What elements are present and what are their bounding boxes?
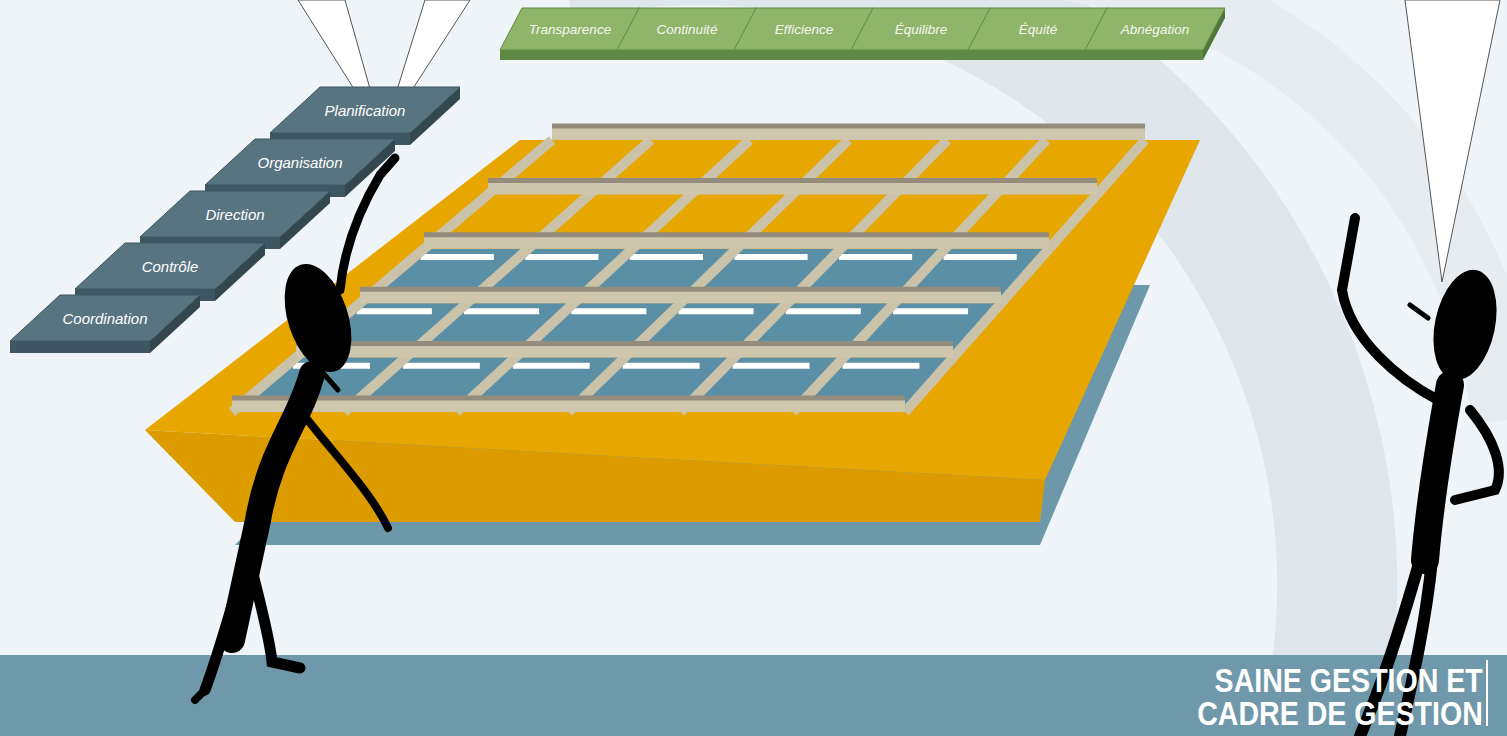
grid-bar-top (232, 396, 905, 401)
stick-figure (1342, 218, 1506, 736)
label-block: Coordination (10, 295, 200, 353)
block-top (734, 8, 874, 50)
grid-highlight (623, 363, 700, 369)
grid-bar-top (296, 341, 953, 346)
block-top (205, 139, 395, 185)
grid-bar-top (360, 287, 1001, 292)
block-label: Équilibre (851, 8, 991, 50)
block-label: Planification (270, 87, 460, 133)
block-top (617, 8, 757, 50)
label-block: Abnégation (1085, 8, 1225, 60)
block-front (10, 341, 150, 353)
block-front (851, 50, 969, 60)
tray-grid (232, 126, 1145, 412)
grid-highlight (357, 308, 432, 314)
label-block: Planification (270, 87, 460, 145)
slide-title: SAINE GESTION ET CADRE DE GESTION (1192, 664, 1483, 731)
grid-bar (552, 126, 1145, 140)
block-label: Transparence (500, 8, 640, 50)
block-top (270, 87, 460, 133)
grid-highlight (734, 254, 807, 260)
block-top (1085, 8, 1225, 50)
grid-highlight (839, 254, 912, 260)
grid-bar-top (488, 178, 1097, 183)
label-block: Direction (140, 191, 330, 249)
block-label: Contrôle (75, 243, 265, 289)
grid-bar (296, 344, 953, 358)
label-block: Contrôle (75, 243, 265, 301)
block-label: Organisation (205, 139, 395, 185)
grid-highlight (513, 363, 590, 369)
block-label: Coordination (10, 295, 200, 341)
block-label: Efficience (734, 8, 874, 50)
background-arc (560, 0, 1337, 680)
block-front (734, 50, 852, 60)
grid-highlight (944, 254, 1017, 260)
grid-bar (424, 235, 1049, 249)
grid-highlight (893, 308, 968, 314)
block-label: Direction (140, 191, 330, 237)
block-front (617, 50, 735, 60)
block-top (968, 8, 1108, 50)
grid-bar-top (424, 232, 1049, 237)
grid-highlight (421, 254, 494, 260)
block-label: Abnégation (1085, 8, 1225, 50)
grid-highlight (679, 308, 754, 314)
grid-bar (360, 289, 1001, 303)
block-front (500, 50, 618, 60)
grid-highlight (464, 308, 539, 314)
grid-bar-top (552, 124, 1145, 129)
footer-band (0, 655, 1507, 736)
block-label: Équité (968, 8, 1108, 50)
block-front (1085, 50, 1203, 60)
footer-divider (1486, 660, 1488, 726)
grid-highlight (403, 363, 480, 369)
block-top (500, 8, 640, 50)
grid-bar (488, 180, 1097, 194)
grid-highlight (525, 254, 598, 260)
grid-highlight (786, 308, 861, 314)
grid-highlight (630, 254, 703, 260)
block-top (851, 8, 991, 50)
grid-highlight (842, 363, 919, 369)
grid-highlight (571, 308, 646, 314)
block-front (968, 50, 1086, 60)
speech-tail (1405, 0, 1500, 282)
block-top (75, 243, 265, 289)
block-label: Continuité (617, 8, 757, 50)
grid-bar (232, 398, 905, 412)
block-top (10, 295, 200, 341)
block-top (140, 191, 330, 237)
grid-highlight (733, 363, 810, 369)
label-block: Organisation (205, 139, 395, 197)
